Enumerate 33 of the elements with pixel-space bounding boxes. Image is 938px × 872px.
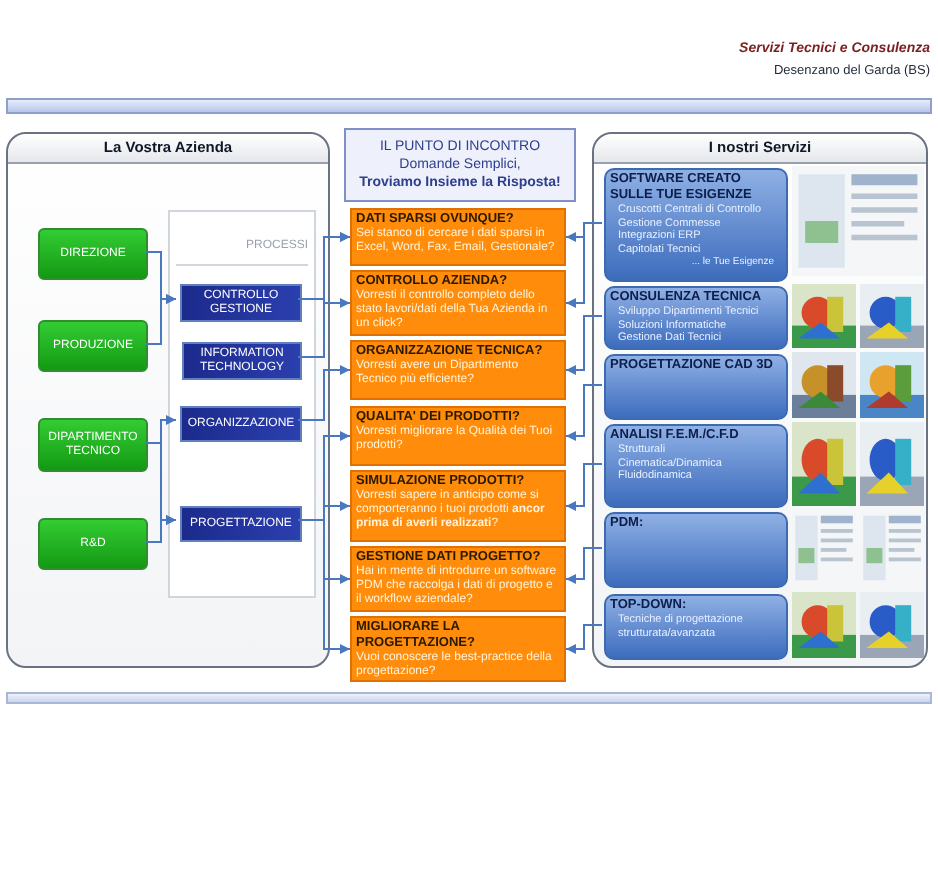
question-box bbox=[350, 208, 566, 266]
department-box bbox=[38, 320, 148, 372]
question-box bbox=[350, 470, 566, 542]
question-box bbox=[350, 270, 566, 336]
process-box bbox=[180, 506, 302, 542]
service-box bbox=[604, 354, 788, 420]
process-box bbox=[180, 406, 302, 442]
process-box bbox=[182, 342, 302, 380]
service-box bbox=[604, 286, 788, 350]
department-box bbox=[38, 228, 148, 280]
department-box bbox=[38, 518, 148, 570]
connector-arrow bbox=[145, 294, 177, 345]
service-box bbox=[604, 594, 788, 660]
connector-arrow bbox=[565, 384, 603, 441]
question-box bbox=[350, 616, 566, 682]
connector-arrow bbox=[565, 315, 603, 375]
section-panel bbox=[6, 132, 330, 668]
process-box bbox=[180, 284, 302, 322]
service-box bbox=[604, 512, 788, 588]
connector-arrow bbox=[565, 463, 603, 511]
heading-box bbox=[344, 128, 576, 202]
connector-arrow bbox=[297, 232, 351, 358]
question-box bbox=[350, 406, 566, 466]
connector-arrow bbox=[145, 515, 177, 543]
question-box bbox=[350, 340, 566, 400]
service-box bbox=[604, 424, 788, 508]
question-box bbox=[350, 546, 566, 612]
process-group-box bbox=[168, 210, 316, 598]
connector-arrow bbox=[565, 624, 603, 654]
service-box bbox=[604, 168, 788, 282]
connector-arrow bbox=[297, 365, 351, 421]
department-box bbox=[38, 418, 148, 472]
connector-arrow bbox=[565, 547, 603, 584]
